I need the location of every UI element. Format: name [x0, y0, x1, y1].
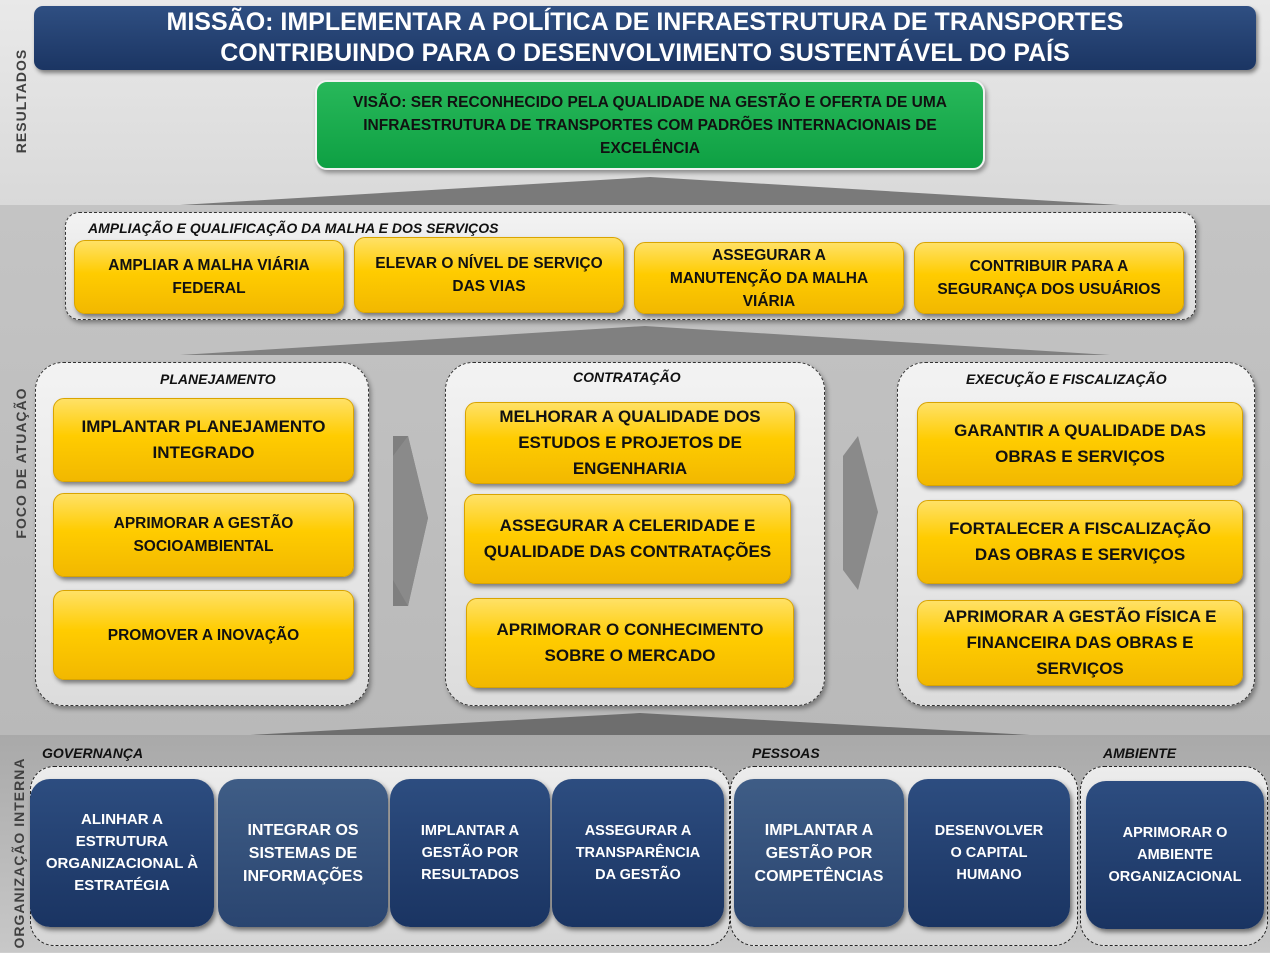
ampliacao-title: AMPLIAÇÃO E QUALIFICAÇÃO DA MALHA E DOS … [88, 220, 499, 236]
objective-gestao-competencias: IMPLANTAR A GESTÃO POR COMPETÊNCIAS [734, 779, 904, 927]
side-label-resultados: RESULTADOS [13, 48, 29, 154]
objective-integrar-sistemas: INTEGRAR OS SISTEMAS DE INFORMAÇÕES [218, 779, 388, 927]
objective-seguranca-usuarios: CONTRIBUIR PARA A SEGURANÇA DOS USUÁRIOS [914, 242, 1184, 314]
objective-transparencia-gestao: ASSEGURAR A TRANSPARÊNCIA DA GESTÃO [552, 779, 724, 927]
side-label-foco: FOCO DE ATUAÇÃO [13, 387, 29, 539]
objective-capital-humano: DESENVOLVER O CAPITAL HUMANO [908, 779, 1070, 927]
objective-alinhar-estrutura: ALINHAR A ESTRUTURA ORGANIZACIONAL À EST… [30, 779, 214, 927]
objective-qualidade-obras: GARANTIR A QUALIDADE DAS OBRAS E SERVIÇO… [917, 402, 1243, 486]
objective-gestao-resultados: IMPLANTAR A GESTÃO POR RESULTADOS [390, 779, 550, 927]
objective-elevar-servico: ELEVAR O NÍVEL DE SERVIÇO DAS VIAS [354, 237, 624, 313]
objective-conhecimento-mercado: APRIMORAR O CONHECIMENTO SOBRE O MERCADO [466, 598, 794, 688]
planejamento-title: PLANEJAMENTO [160, 371, 276, 387]
ambiente-title: AMBIENTE [1103, 745, 1177, 761]
objective-gestao-fisica-financeira: APRIMORAR A GESTÃO FÍSICA E FINANCEIRA D… [917, 600, 1243, 686]
execucao-title: EXECUÇÃO E FISCALIZAÇÃO [966, 371, 1167, 387]
objective-estudos-projetos: MELHORAR A QUALIDADE DOS ESTUDOS E PROJE… [465, 402, 795, 484]
mission-line-2: CONTRIBUINDO PARA O DESENVOLVIMENTO SUST… [220, 39, 1070, 67]
objective-promover-inovacao: PROMOVER A INOVAÇÃO [53, 590, 354, 680]
contratacao-title: CONTRATAÇÃO [573, 369, 681, 385]
objective-ambiente-organizacional: APRIMORAR O AMBIENTE ORGANIZACIONAL [1086, 781, 1264, 929]
mission-line-1: MISSÃO: IMPLEMENTAR A POLÍTICA DE INFRAE… [166, 8, 1124, 36]
mission-banner: MISSÃO: IMPLEMENTAR A POLÍTICA DE INFRAE… [34, 6, 1256, 70]
objective-fortalecer-fiscalizacao: FORTALECER A FISCALIZAÇÃO DAS OBRAS E SE… [917, 500, 1243, 584]
objective-ampliar-malha: AMPLIAR A MALHA VIÁRIA FEDERAL [74, 240, 344, 314]
objective-planejamento-integrado: IMPLANTAR PLANEJAMENTO INTEGRADO [53, 398, 354, 482]
objective-celeridade-contratacoes: ASSEGURAR A CELERIDADE E QUALIDADE DAS C… [464, 494, 791, 584]
side-label-org: ORGANIZAÇÃO INTERNA [11, 757, 27, 949]
objective-manutencao-malha: ASSEGURAR A MANUTENÇÃO DA MALHA VIÁRIA [634, 242, 904, 314]
governanca-title: GOVERNANÇA [42, 745, 144, 761]
vision-box: VISÃO: SER RECONHECIDO PELA QUALIDADE NA… [315, 80, 985, 170]
pessoas-title: PESSOAS [752, 745, 820, 761]
objective-gestao-socioambiental: APRIMORAR A GESTÃO SOCIOAMBIENTAL [53, 493, 354, 577]
